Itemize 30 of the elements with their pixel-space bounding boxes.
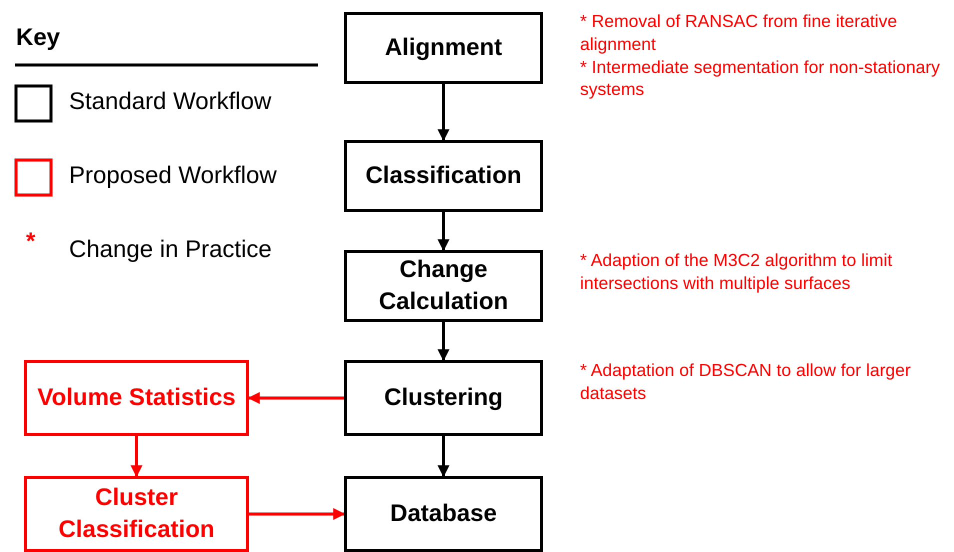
key-heading: Key — [16, 24, 60, 52]
change-note: * Adaption of the M3C2 algorithm to limit intersections with multiple surfaces — [580, 249, 894, 294]
change-note: * Removal of RANSAC from fine iterative alignment — [580, 10, 898, 56]
arrow — [249, 508, 346, 520]
box-label: Change Calculation — [378, 254, 510, 317]
change-note: * Adaptation of DBSCAN to allow for larger datasets — [580, 359, 912, 404]
arrow — [438, 322, 450, 362]
box-label: Classification — [365, 160, 522, 191]
arrow — [248, 392, 344, 404]
box-label: Volume Statistics — [37, 382, 236, 413]
arrow — [438, 212, 450, 252]
change-note: * Intermediate segmentation for non-stationary systems — [580, 56, 941, 101]
box-label: Alignment — [384, 32, 502, 63]
arrow — [438, 84, 450, 142]
process-box — [24, 360, 249, 436]
arrow — [130, 436, 142, 478]
legend-label: Change in Practice — [69, 236, 272, 264]
process-box — [344, 140, 543, 212]
process-box — [344, 250, 543, 322]
process-box — [344, 360, 543, 436]
box-label: Clustering — [384, 382, 503, 413]
process-box — [344, 12, 543, 84]
asterisk-symbol: * — [26, 228, 36, 256]
box-label: Cluster Classification — [57, 482, 216, 545]
process-box — [24, 476, 249, 552]
box-label: Database — [390, 498, 497, 529]
process-box — [344, 476, 543, 552]
legend-label: Standard Workflow — [69, 88, 272, 116]
legend-label: Proposed Workflow — [69, 162, 277, 190]
arrow — [438, 436, 450, 478]
